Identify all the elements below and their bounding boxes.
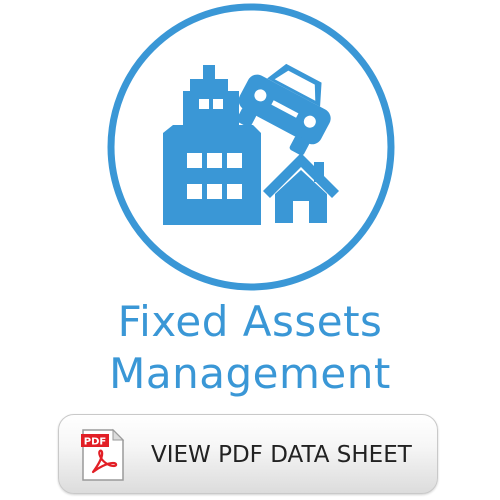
pdf-badge-label: PDF	[84, 437, 106, 448]
pdf-file-icon: PDF	[81, 428, 125, 482]
car-icon	[236, 63, 331, 156]
house-icon	[263, 153, 339, 223]
title-line-2: Management	[109, 349, 391, 398]
fixed-assets-icon	[103, 3, 399, 291]
icon-ring	[107, 3, 395, 291]
pdf-button-label: VIEW PDF DATA SHEET	[151, 442, 412, 468]
page-title: Fixed Assets Management	[0, 296, 500, 400]
building-icon	[163, 65, 261, 225]
building-windows	[187, 99, 242, 199]
title-line-1: Fixed Assets	[117, 297, 383, 346]
view-pdf-data-sheet-button[interactable]: PDF VIEW PDF DATA SHEET	[58, 414, 438, 494]
